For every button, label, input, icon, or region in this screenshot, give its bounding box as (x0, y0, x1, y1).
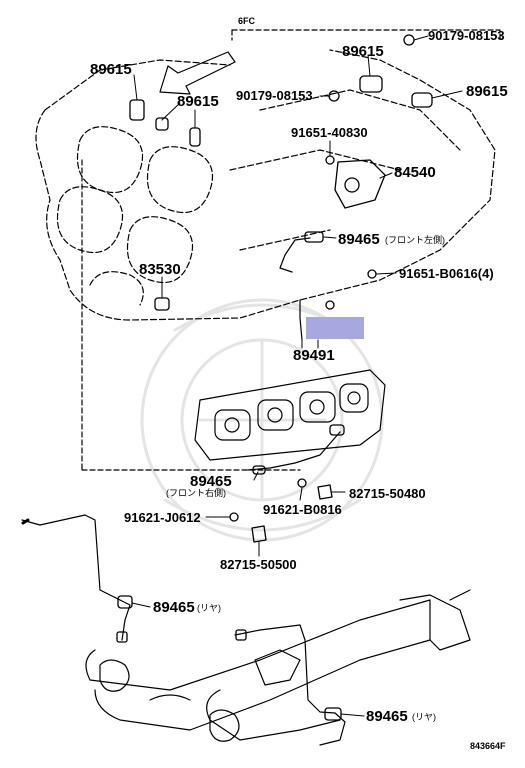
exhaust-manifold (194, 369, 386, 461)
rear-note-a: (リヤ) (197, 603, 221, 613)
part-89615-label-b[interactable]: 89615 (177, 93, 219, 110)
part-84540-label[interactable]: 84540 (394, 164, 436, 181)
rear-note-b: (リヤ) (412, 712, 436, 722)
highlighted-part-box (306, 317, 364, 339)
sensor-wiring (21, 237, 346, 746)
leader-lines (131, 35, 463, 717)
sensor-components (116, 34, 433, 721)
exhaust-pipes (85, 589, 471, 742)
part-89465-rear-label-a[interactable]: 89465 (153, 599, 195, 616)
front-direction-arrow (159, 51, 236, 95)
part-90179-08153-label-a[interactable]: 90179-08153 (428, 28, 505, 43)
reference-code: 843664F (470, 741, 506, 751)
part-89465-rear-label-b[interactable]: 89465 (366, 708, 408, 725)
part-91651-40830-label[interactable]: 91651-40830 (291, 125, 368, 140)
part-89615-label-d[interactable]: 89615 (466, 83, 508, 100)
front-left-note: (フロント左側) (385, 235, 445, 245)
part-91621-j0612-label[interactable]: 91621-J0612 (124, 510, 201, 525)
part-90179-08153-label-b[interactable]: 90179-08153 (236, 88, 313, 103)
part-89615-label-a[interactable]: 89615 (90, 61, 132, 78)
watermark-emblem (140, 298, 384, 542)
header-code: 6FC (238, 16, 256, 26)
part-89615-label-c[interactable]: 89615 (342, 43, 384, 60)
part-89465-front-left-label[interactable]: 89465 (338, 231, 380, 248)
part-91651-b0616-label[interactable]: 91651-B0616(4) (399, 266, 494, 281)
dashed-frame (81, 29, 501, 471)
part-89465-front-right-label[interactable]: 89465 (190, 473, 232, 490)
part-82715-50480-label[interactable]: 82715-50480 (349, 486, 426, 501)
part-91621-b0816-label[interactable]: 91621-B0816 (263, 502, 342, 517)
part-82715-50500-label[interactable]: 82715-50500 (220, 557, 297, 572)
part-89491-label[interactable]: 89491 (293, 347, 335, 364)
part-83530-label[interactable]: 83530 (139, 261, 181, 278)
front-right-note: (フロント右側) (166, 488, 226, 498)
